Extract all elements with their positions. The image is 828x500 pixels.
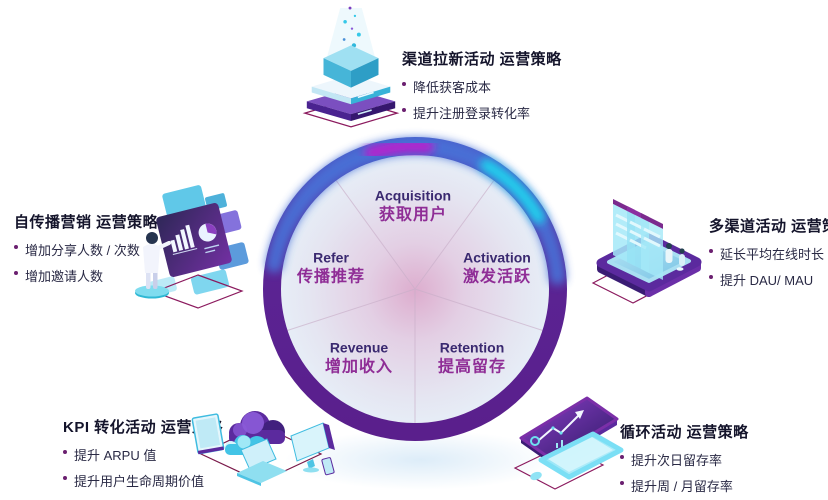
monitor-growth-chart-phone-icon (513, 396, 624, 490)
segment-activation-zh: 激发活跃 (462, 267, 532, 285)
bullet-item: 提升周 / 月留存率 (620, 476, 749, 495)
segment-retention-en: Retention (439, 339, 505, 356)
section-kpi-conversion: KPI 转化活动 运营策略 提升 ARPU 值 提升用户生命周期价值 (63, 416, 223, 497)
bullet-item: 提升次日留存率 (620, 450, 749, 469)
segment-activation-en: Activation (463, 249, 531, 266)
section-title: KPI 转化活动 运营策略 (63, 419, 223, 436)
section-title: 自传播营销 运营策略 (14, 214, 159, 231)
segment-revenue-en: Revenue (329, 339, 389, 356)
segment-activation: Activation 激发活跃 (463, 249, 531, 287)
bullet-item: 提升 DAU/ MAU (709, 270, 828, 289)
section-title: 渠道拉新活动 运营策略 (402, 51, 562, 68)
bullet-item: 增加邀请人数 (14, 266, 158, 285)
segment-acquisition: Acquisition 获取用户 (375, 187, 451, 225)
bullet-item: 增加分享人数 / 次数 (14, 240, 158, 259)
segment-revenue: Revenue 增加收入 (325, 339, 393, 377)
section-loop-activity: 循环活动 运营策略 提升次日留存率 提升周 / 月留存率 (620, 421, 749, 500)
section-title: 循环活动 运营策略 (620, 424, 749, 441)
segment-refer-zh: 传播推荐 (296, 267, 366, 285)
bullet-item: 提升注册登录转化率 (402, 103, 562, 122)
section-self-propagation: 自传播营销 运营策略 增加分享人数 / 次数 增加邀请人数 (14, 211, 158, 292)
bullet-item: 提升用户生命周期价值 (63, 471, 223, 490)
bullet-item: 降低获客成本 (402, 77, 562, 96)
segment-retention-zh: 提高留存 (437, 357, 507, 375)
section-title: 多渠道活动 运营策略 (709, 218, 828, 235)
section-multi-channel: 多渠道活动 运营策略 延长平均在线时长 提升 DAU/ MAU (709, 215, 828, 296)
segment-revenue-zh: 增加收入 (324, 357, 394, 375)
isometric-server-stack-icon (302, 6, 400, 128)
segment-retention: Retention 提高留存 (438, 339, 506, 377)
bullet-item: 提升 ARPU 值 (63, 445, 223, 464)
section-channel-acquisition: 渠道拉新活动 运营策略 降低获客成本 提升注册登录转化率 (402, 48, 562, 129)
segment-acquisition-en: Acquisition (374, 187, 452, 204)
segment-acquisition-zh: 获取用户 (378, 205, 448, 223)
phone-with-app-panels-icon (591, 199, 702, 304)
bullet-item: 延长平均在线时长 (709, 244, 828, 263)
segment-refer-en: Refer (313, 249, 349, 266)
cloud-connected-devices-icon (191, 411, 335, 486)
presentation-dashboard-person-icon (135, 185, 249, 309)
segment-refer: Refer 传播推荐 (297, 249, 365, 287)
aarrr-ring (263, 137, 567, 441)
